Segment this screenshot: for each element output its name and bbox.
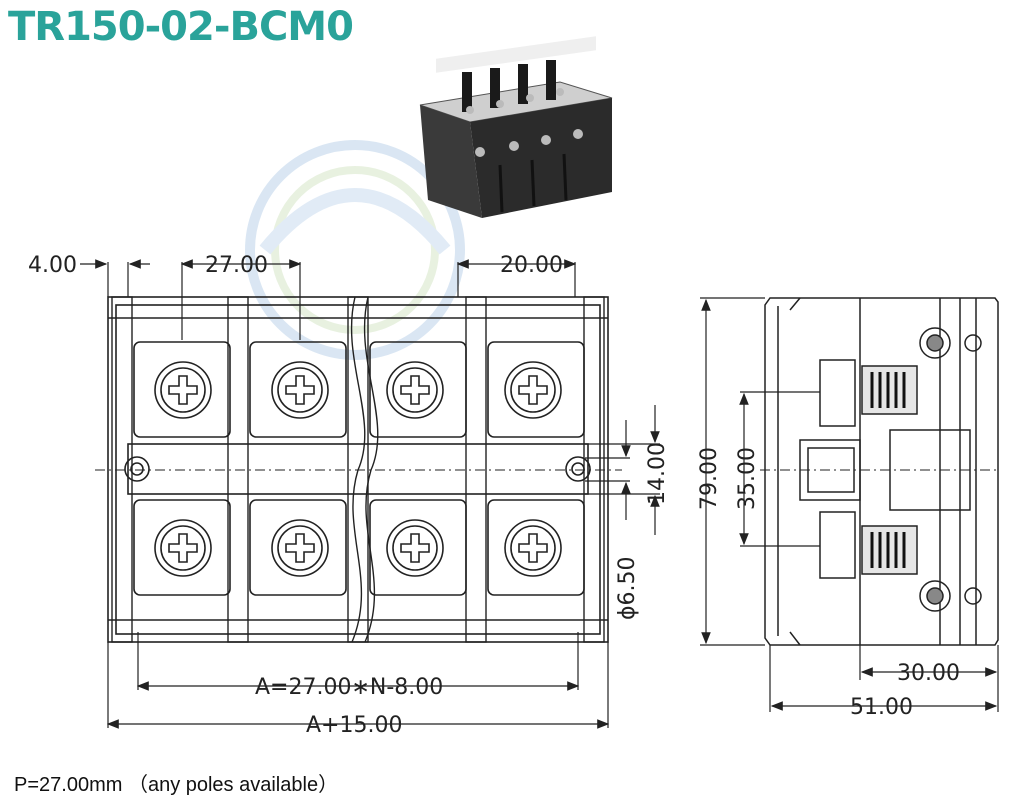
dim-formula-total: A+15.00 xyxy=(306,713,402,738)
dim-79: 79.00 xyxy=(697,447,722,510)
dim-30: 30.00 xyxy=(897,661,960,686)
dim-formula-a: A=27.00∗N-8.00 xyxy=(255,675,443,700)
front-view xyxy=(95,296,622,643)
dim-6-5: ϕ6.50 xyxy=(615,557,640,621)
product-photo xyxy=(419,36,613,218)
pitch-note: P=27.00mm （any poles available） xyxy=(14,774,339,796)
part-number-title: TR150-02-BCM0 xyxy=(8,4,354,50)
dim-4: 4.00 xyxy=(28,253,77,278)
front-dimension-lines xyxy=(80,259,660,729)
dim-27: 27.00 xyxy=(205,253,268,278)
side-view xyxy=(760,297,1000,646)
dim-51: 51.00 xyxy=(850,695,913,720)
side-dimension-lines xyxy=(700,297,999,712)
thread-hatch xyxy=(870,372,906,568)
dim-20: 20.00 xyxy=(500,253,563,278)
watermark-logo xyxy=(245,140,465,360)
dim-35: 35.00 xyxy=(735,447,760,510)
dim-14: 14.00 xyxy=(645,442,670,505)
screw-heads xyxy=(154,361,562,577)
